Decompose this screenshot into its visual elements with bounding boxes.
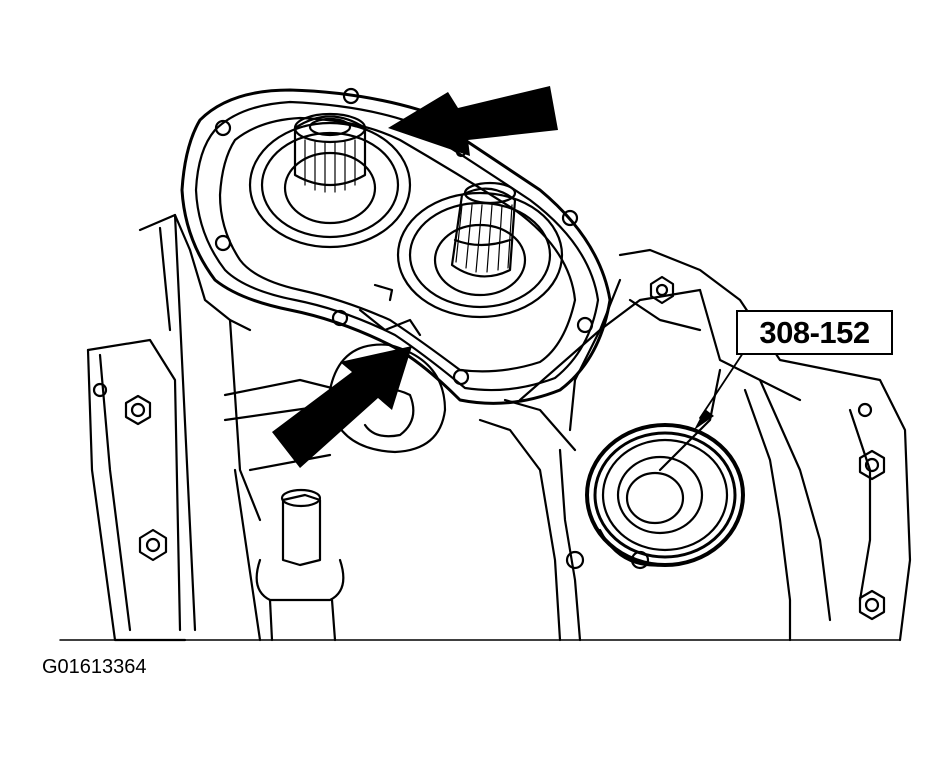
arrow-upper-icon — [388, 86, 558, 156]
arrow-lower-icon — [272, 346, 412, 468]
tool-number-label: 308-152 — [759, 314, 870, 350]
shift-cover-plate — [180, 87, 612, 405]
callout-leader-arrow-icon — [699, 349, 746, 419]
case-bolts — [92, 275, 886, 621]
figure-id-label: G01613364 — [42, 656, 147, 678]
callout-leader-arrowhead-icon — [694, 409, 714, 430]
tool-number-callout: 308-152 — [736, 310, 893, 355]
oil-seal — [585, 423, 745, 567]
transaxle-case — [59, 213, 912, 642]
